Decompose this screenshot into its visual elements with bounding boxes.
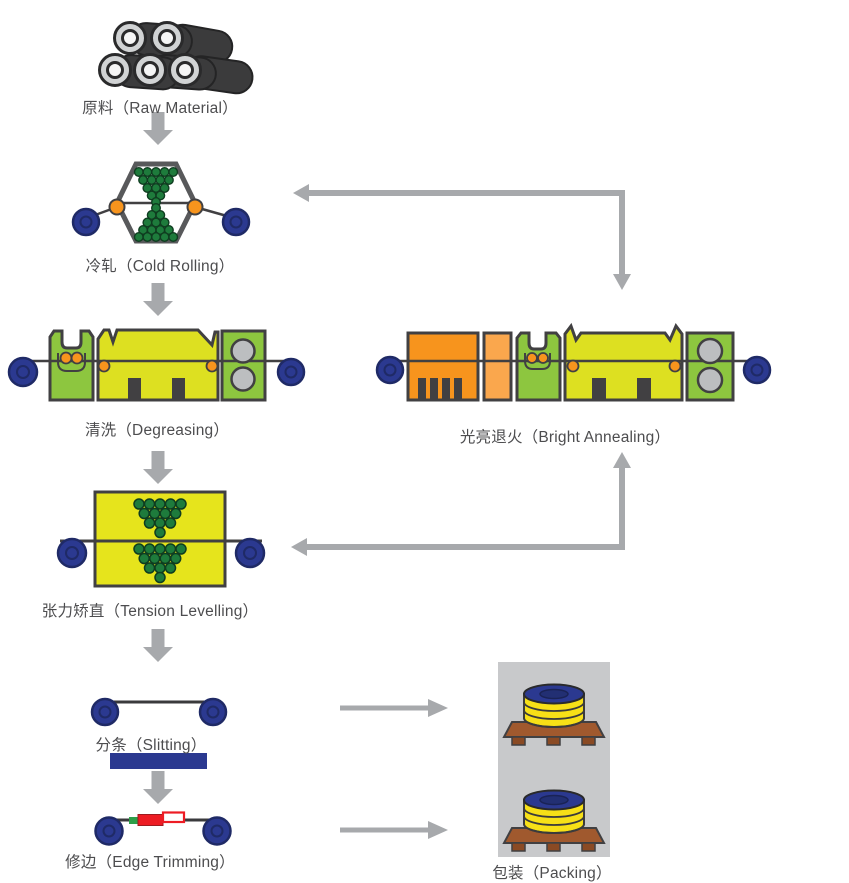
roller-basin (57, 353, 86, 372)
label-edge-trimming: 修边（Edge Trimming） (65, 854, 235, 871)
recoiler-coil (221, 207, 251, 237)
payoff-coil (7, 356, 39, 388)
coil-face (113, 21, 147, 55)
slitting-roller-right (198, 697, 228, 727)
arrow-down-tension-to-slitting (143, 629, 173, 662)
trimming-roller-right (202, 816, 232, 846)
deflector-roller-right (186, 198, 204, 216)
payoff-coil (375, 355, 405, 385)
burner-bar (430, 378, 438, 400)
roller-basin (524, 353, 551, 370)
coil-face (150, 21, 184, 55)
trimmer-block-outline (161, 811, 186, 824)
tank-support (592, 378, 606, 400)
burner-bar (418, 378, 426, 400)
slitting-machine-graphic (90, 697, 228, 727)
tension-levelling-machine-graphic (56, 490, 266, 588)
guide-roller (566, 359, 580, 373)
squeegee-roll (696, 337, 724, 365)
arrowhead-right (428, 699, 448, 717)
label-slitting: 分条（Slitting） (95, 737, 207, 754)
arrowhead-down (613, 274, 631, 290)
label-tension-levelling: 张力矫直（Tension Levelling） (41, 603, 259, 620)
edge-trimming-machine-graphic (94, 811, 232, 846)
cleaning-tank-yellow (96, 328, 220, 402)
bright-annealing-machine-graphic (375, 322, 772, 402)
label-cold-rolling: 冷轧（Cold Rolling） (85, 258, 235, 275)
squeegee-roll (230, 366, 256, 392)
trim-guide-green (129, 817, 139, 824)
annealing-tank-yellow (563, 322, 684, 402)
label-raw-material: 原料（Raw Material） (82, 100, 238, 117)
label-degreasing: 清洗（Degreasing） (84, 422, 230, 439)
arrow-slitting-to-packing (340, 699, 448, 717)
takeup-coil (234, 537, 266, 569)
arrow-down-slitting-to-edgetrimming (143, 771, 173, 804)
arrow-down-raw-to-coldrolling (143, 112, 173, 145)
rinse-tank-green (515, 331, 562, 402)
arrow-elbow-annealing-coldrolling (293, 184, 631, 290)
roll-cluster-bottom (133, 202, 179, 242)
arrowhead-right (428, 821, 448, 839)
arrowhead-left (291, 538, 307, 556)
burner-bar (454, 378, 462, 400)
raw-material-coils-graphic (98, 21, 254, 95)
label-bright-annealing: 光亮退火（Bright Annealing） (459, 429, 671, 446)
guide-roller (668, 359, 682, 373)
coil-face (133, 53, 167, 87)
squeegee-roll (230, 338, 256, 364)
cold-rolling-machine-graphic (71, 161, 251, 244)
arrow-down-degreasing-to-tension (143, 451, 173, 484)
takeup-coil (276, 357, 306, 387)
tank-support (172, 378, 185, 400)
trimmer-block-red (137, 814, 164, 826)
rinse-tank-green (48, 329, 95, 402)
arrow-edgetrimming-to-packing (340, 821, 448, 839)
guide-roller (537, 352, 549, 364)
tank-support (128, 378, 141, 400)
squeegee-roll (696, 366, 724, 394)
arrow-elbow-tension-annealing (291, 452, 631, 556)
leveller-roll-cluster-bottom (133, 543, 187, 584)
coil-face (98, 53, 132, 87)
takeup-coil (742, 355, 772, 385)
arrowhead-left (293, 184, 309, 202)
slitting-roller-left (90, 697, 120, 727)
slit-strip-bar (110, 753, 207, 769)
tank-support (637, 378, 651, 400)
furnace-box-small (482, 331, 513, 402)
leveller-roll-cluster-top (133, 498, 187, 539)
uncoiler-coil (71, 207, 101, 237)
guide-roller (70, 351, 84, 365)
guide-roller (59, 351, 73, 365)
guide-roller (205, 359, 219, 373)
coil-face (168, 53, 202, 87)
arrowhead-up (613, 452, 631, 468)
degreasing-machine-graphic (7, 328, 306, 402)
burner-bar (442, 378, 450, 400)
label-packing: 包装（Packing） (492, 865, 612, 882)
deflector-roller-left (108, 198, 126, 216)
roll-cluster-top (133, 166, 179, 207)
trimming-roller-left (94, 816, 124, 846)
guide-roller (526, 352, 538, 364)
payoff-coil (56, 537, 88, 569)
guide-roller (97, 359, 111, 373)
packing-graphic (498, 662, 610, 857)
arrow-down-coldrolling-to-degreasing (143, 283, 173, 316)
